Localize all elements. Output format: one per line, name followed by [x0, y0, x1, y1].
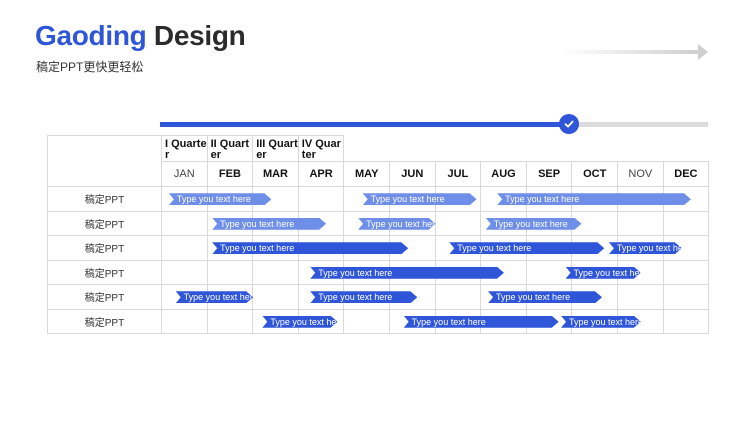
task-bar[interactable]: Type you text here [488, 291, 602, 303]
arrow-right-icon [698, 44, 708, 60]
task-bar[interactable]: Type you text here [169, 193, 272, 205]
task-bar[interactable]: Type you text here [449, 242, 604, 254]
row-label: 稿定PPT [47, 284, 162, 310]
grid-cell [206, 259, 254, 285]
quarter-header: I Quarter [161, 135, 208, 162]
task-bar[interactable]: Type you text here [310, 291, 417, 303]
grid-cell [434, 210, 482, 236]
task-bar[interactable]: Type you text here [176, 291, 254, 303]
month-header: APR [297, 161, 345, 187]
task-bar[interactable]: Type you text here [561, 316, 641, 328]
task-bar[interactable]: Type you text here [566, 267, 641, 279]
month-header: SEP [525, 161, 573, 187]
month-header: JUN [389, 161, 436, 187]
decorative-line [560, 50, 700, 54]
grid-cell [161, 308, 208, 334]
page-title: Gaoding Design [35, 20, 246, 52]
quarter-header: III Quarter [252, 135, 299, 162]
task-bar[interactable]: Type you text here [212, 242, 408, 254]
page-subtitle: 稿定PPT更快更轻松 [36, 60, 144, 74]
grid-cell [617, 284, 664, 310]
task-bar[interactable]: Type you text here [486, 218, 582, 230]
row-label: 稿定PPT [47, 210, 162, 236]
task-bar[interactable]: Type you text here [609, 242, 682, 254]
task-bar[interactable]: Type you text here [212, 218, 326, 230]
progress-fill [160, 122, 561, 127]
row-label: 稿定PPT [47, 308, 162, 334]
month-header: OCT [571, 161, 618, 187]
grid-cell [161, 259, 208, 285]
task-bar[interactable]: Type you text here [262, 316, 337, 328]
row-label: 稿定PPT [47, 259, 162, 285]
task-bar[interactable]: Type you text here [497, 193, 691, 205]
month-header: MAY [343, 161, 390, 187]
month-header: MAR [252, 161, 299, 187]
task-bar[interactable]: Type you text here [404, 316, 559, 328]
grid-cell [161, 235, 208, 261]
progress-track [160, 122, 708, 127]
task-bar[interactable]: Type you text here [310, 267, 504, 279]
grid-cell [525, 259, 573, 285]
row-label: 稿定PPT [47, 235, 162, 261]
quarter-header: IV Quarter [297, 135, 345, 162]
month-header: AUG [480, 161, 527, 187]
month-header: DEC [662, 161, 710, 187]
grid-cell [662, 259, 710, 285]
title-rest: Design [146, 20, 246, 51]
grid-cell [343, 308, 390, 334]
grid-cell [434, 284, 482, 310]
row-label: 稿定PPT [47, 186, 162, 212]
month-header: JAN [161, 161, 208, 187]
month-header: NOV [617, 161, 664, 187]
month-header: FEB [206, 161, 254, 187]
title-brand: Gaoding [35, 20, 147, 51]
grid-cell [161, 210, 208, 236]
grid-cell [206, 308, 254, 334]
grid-cell [662, 210, 710, 236]
task-bar[interactable]: Type you text here [358, 218, 436, 230]
grid-cell [252, 259, 299, 285]
month-header: JUL [434, 161, 482, 187]
task-bar[interactable]: Type you text here [363, 193, 477, 205]
grid-cell [662, 284, 710, 310]
header-corner [47, 135, 162, 187]
grid-cell [252, 284, 299, 310]
grid-cell [617, 210, 664, 236]
quarter-header: II Quarter [206, 135, 254, 162]
grid-cell [297, 186, 345, 212]
grid-cell [662, 308, 710, 334]
check-circle-icon [559, 114, 579, 134]
